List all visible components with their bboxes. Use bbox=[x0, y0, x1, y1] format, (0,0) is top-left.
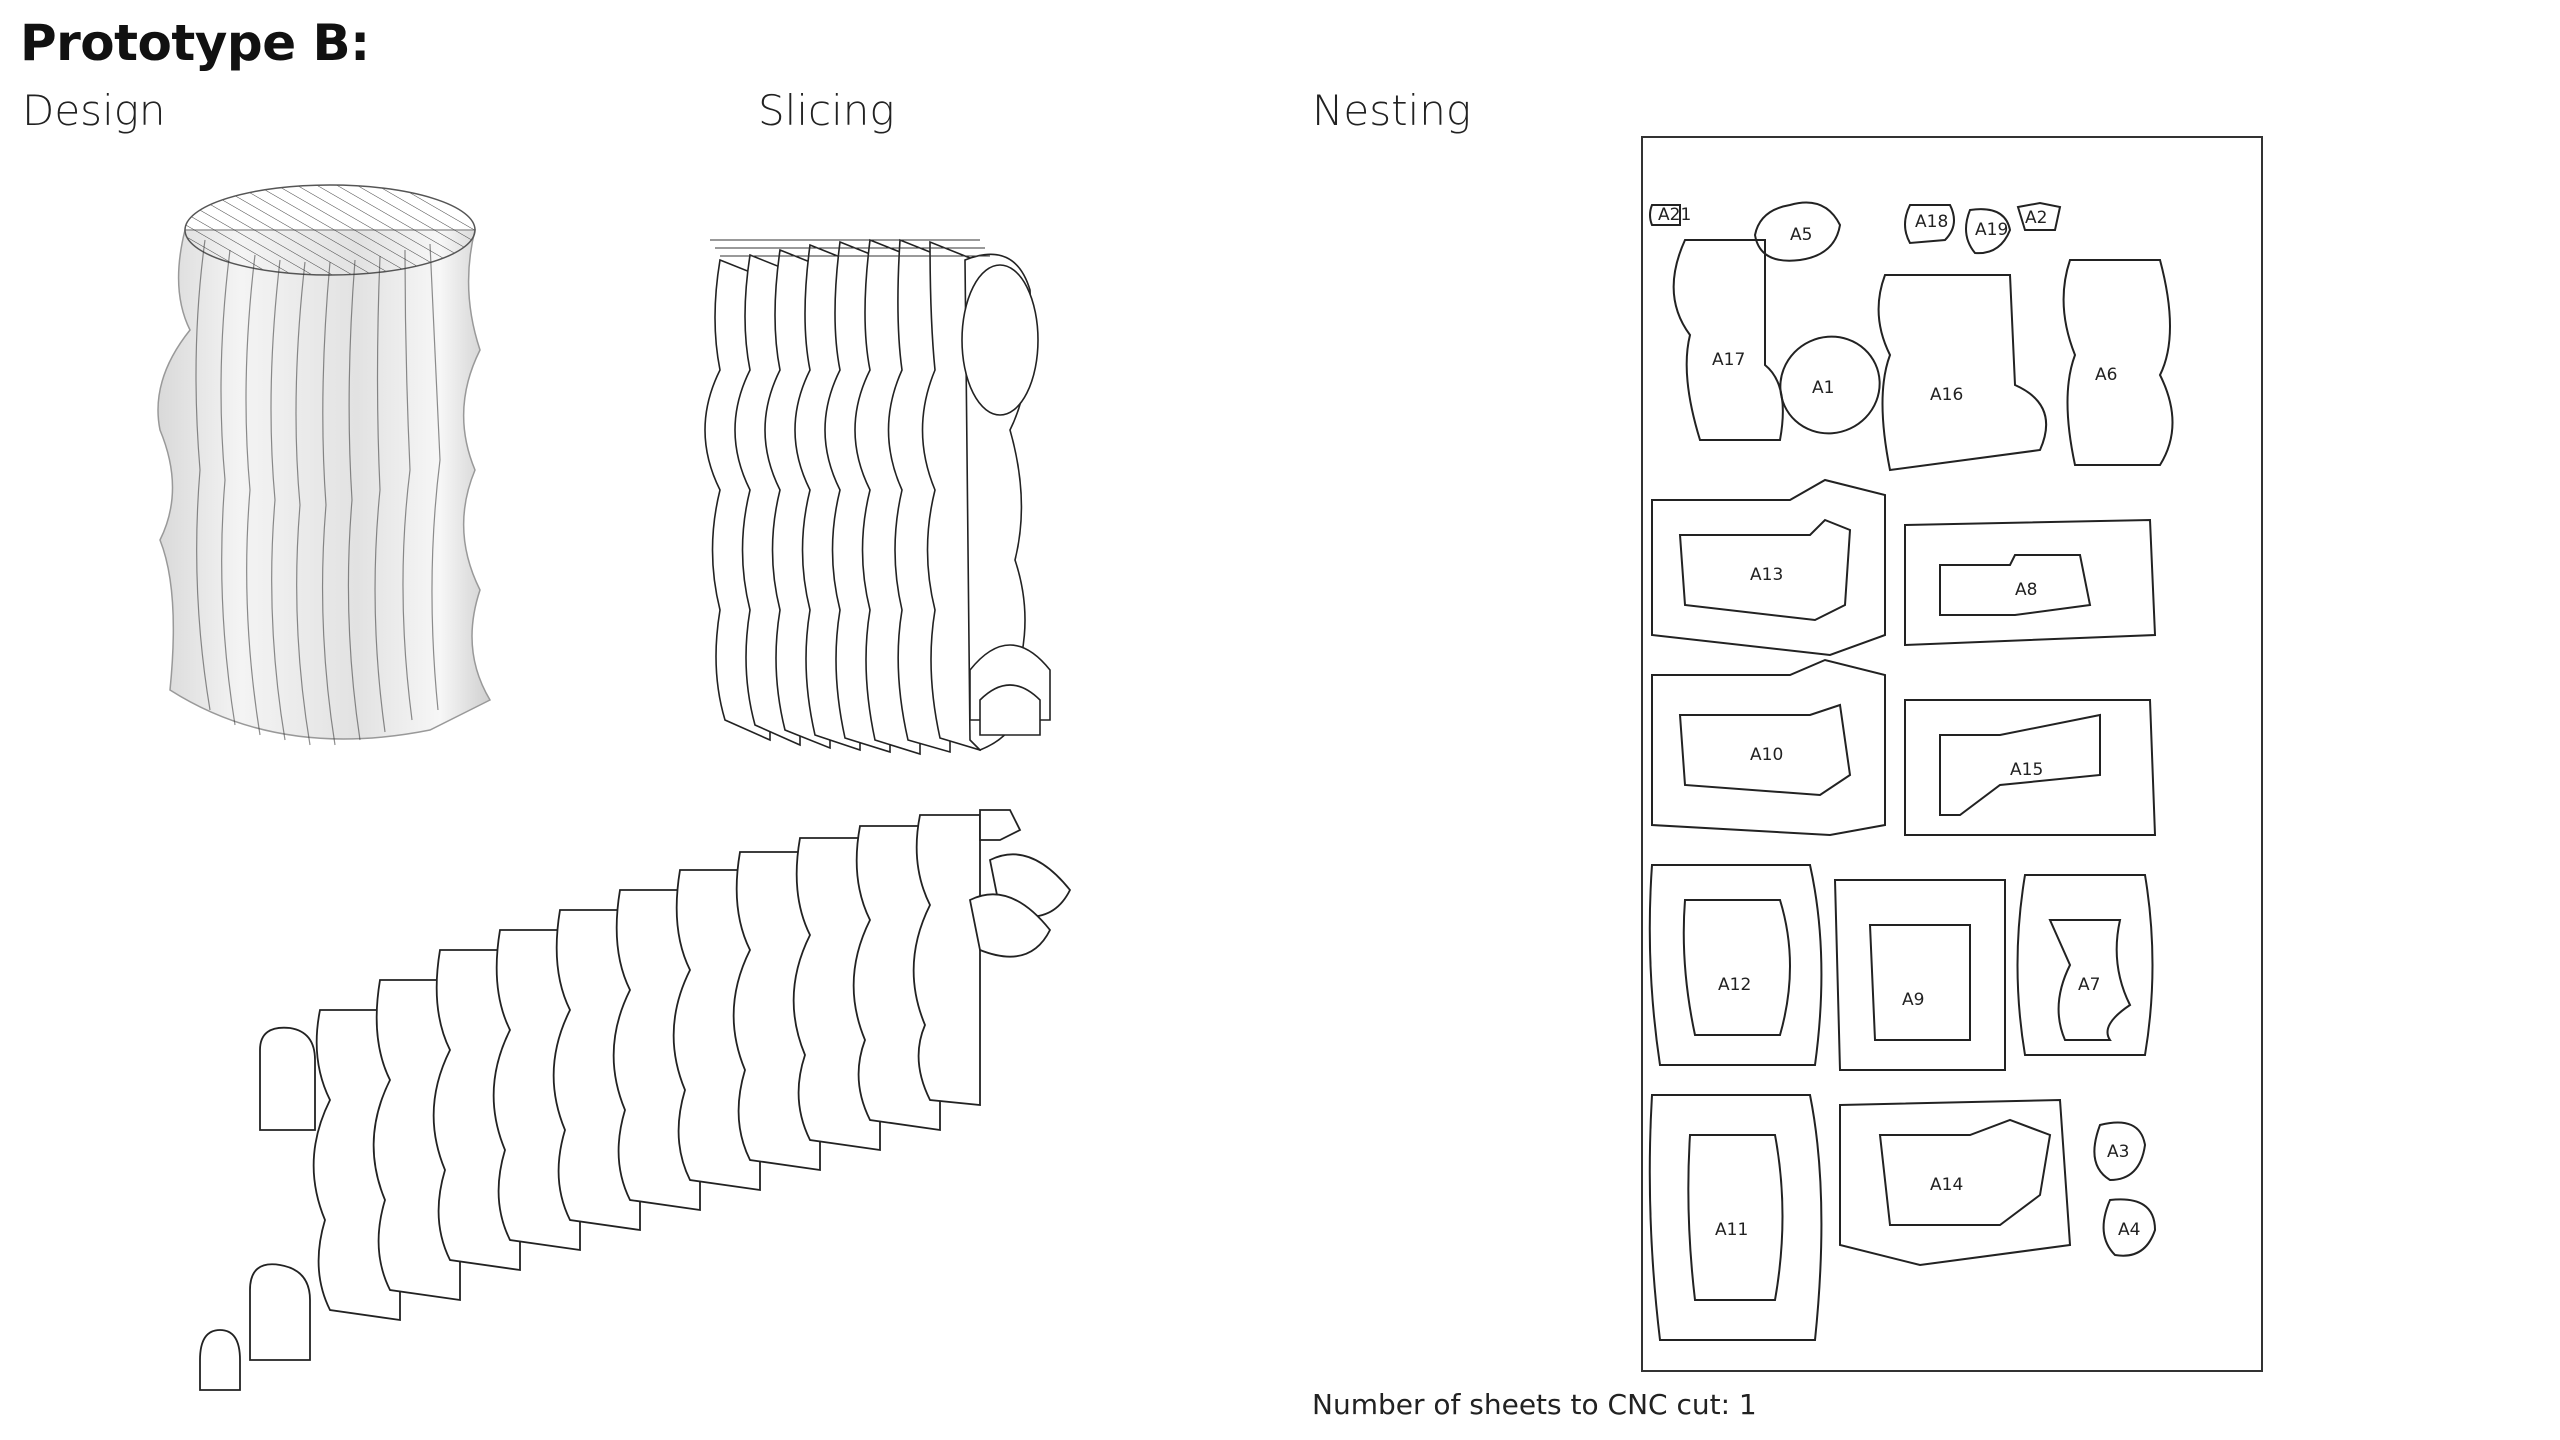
sheet-count-note: Number of sheets to CNC cut: 1 bbox=[1312, 1388, 1757, 1421]
part-label-a11: A11 bbox=[1715, 1220, 1748, 1240]
design-column-illustration bbox=[157, 184, 492, 746]
page-title: Prototype B: bbox=[20, 14, 370, 72]
part-label-a9: A9 bbox=[1902, 990, 1924, 1010]
section-label-slicing: Slicing bbox=[758, 86, 895, 135]
part-label-a21: A21 bbox=[1658, 205, 1691, 225]
part-label-a8: A8 bbox=[2015, 580, 2037, 600]
part-label-a2-top: A2 bbox=[2025, 208, 2047, 228]
part-label-a12: A12 bbox=[1718, 975, 1751, 995]
part-label-a17: A17 bbox=[1712, 350, 1745, 370]
part-label-a10: A10 bbox=[1750, 745, 1783, 765]
part-label-a4: A4 bbox=[2118, 1220, 2140, 1240]
part-label-a15: A15 bbox=[2010, 760, 2043, 780]
part-label-a16: A16 bbox=[1930, 385, 1963, 405]
nesting-sheet-layout: A21 A5 A18 A19 A2 A1 A17 A16 A6 A13 A8 A… bbox=[1641, 136, 2263, 1372]
part-label-a5: A5 bbox=[1790, 225, 1812, 245]
part-label-a19: A19 bbox=[1975, 220, 2008, 240]
part-label-a18: A18 bbox=[1915, 212, 1948, 232]
part-label-a6: A6 bbox=[2095, 365, 2117, 385]
part-label-a1: A1 bbox=[1812, 378, 1834, 398]
slicing-column-illustration bbox=[704, 238, 1051, 756]
part-label-a3: A3 bbox=[2107, 1142, 2129, 1162]
exploded-slices-illustration bbox=[199, 809, 1072, 1391]
section-label-nesting: Nesting bbox=[1312, 86, 1472, 135]
part-label-a7: A7 bbox=[2078, 975, 2100, 995]
section-label-design: Design bbox=[22, 86, 166, 135]
part-label-a14: A14 bbox=[1930, 1175, 1963, 1195]
cnc-sheet-border bbox=[1641, 136, 2263, 1372]
part-label-a13: A13 bbox=[1750, 565, 1783, 585]
